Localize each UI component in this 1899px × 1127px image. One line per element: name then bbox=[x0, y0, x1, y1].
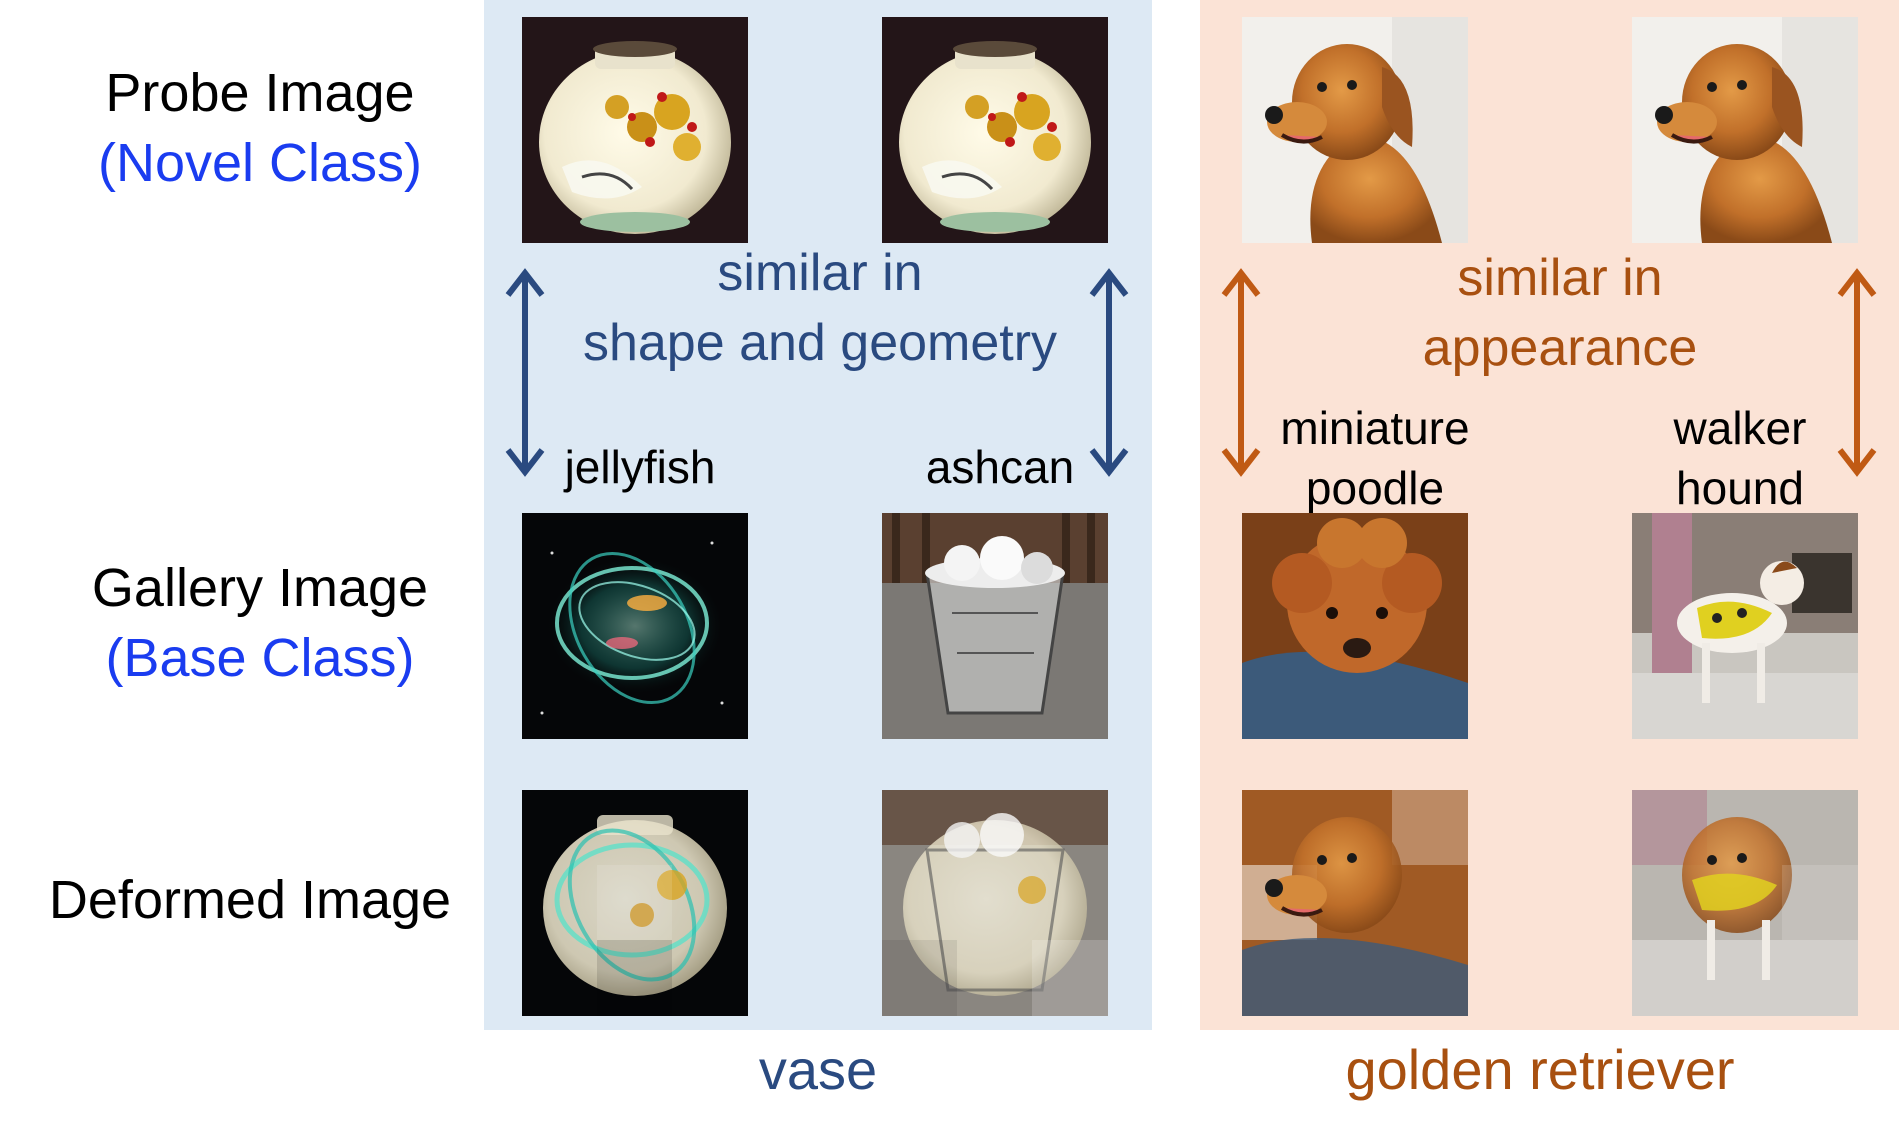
vase-similarity-caption: similar in shape and geometry bbox=[520, 238, 1120, 378]
vase-jellyfish-deformed-image bbox=[522, 790, 748, 1016]
vase-caption-line2: shape and geometry bbox=[582, 314, 1058, 372]
probe-row-subtitle: (Novel Class) bbox=[97, 133, 423, 193]
vase-probe-image-left bbox=[522, 17, 748, 243]
vase-ashcan-deformed-image bbox=[882, 790, 1108, 1016]
retriever-hound-deformed-image bbox=[1632, 790, 1858, 1016]
walker-hound-label-line1: walker bbox=[1673, 402, 1807, 454]
jellyfish-label: jellyfish bbox=[564, 441, 716, 493]
retriever-poodle-deformed-image bbox=[1242, 790, 1468, 1016]
miniature-poodle-label: miniature poodle bbox=[1255, 398, 1495, 518]
probe-row-title: Probe Image bbox=[105, 63, 415, 123]
jellyfish-gallery-image bbox=[522, 513, 748, 739]
gallery-row-subtitle: (Base Class) bbox=[105, 628, 415, 688]
vase-footer-label: vase bbox=[758, 1038, 878, 1101]
gallery-row-label: Gallery Image (Base Class) bbox=[0, 553, 520, 693]
walker-hound-label: walker hound bbox=[1620, 398, 1860, 518]
retriever-probe-image-left bbox=[1242, 17, 1468, 243]
walker-hound-gallery-image bbox=[1632, 513, 1858, 739]
probe-row-label: Probe Image (Novel Class) bbox=[0, 58, 520, 198]
retriever-arrow-right-icon bbox=[1837, 268, 1877, 477]
ashcan-label: ashcan bbox=[925, 441, 1075, 493]
gallery-row-title: Gallery Image bbox=[91, 558, 429, 618]
miniature-poodle-label-line1: miniature bbox=[1280, 402, 1470, 454]
retriever-arrow-left-icon bbox=[1221, 268, 1261, 477]
walker-hound-label-line2: hound bbox=[1676, 462, 1804, 514]
retriever-probe-image-right bbox=[1632, 17, 1858, 243]
vase-caption-line1: similar in bbox=[717, 244, 923, 302]
retriever-caption-line2: appearance bbox=[1422, 319, 1698, 377]
retriever-footer-label: golden retriever bbox=[1345, 1038, 1735, 1101]
vase-arrow-right-icon bbox=[1089, 268, 1129, 477]
retriever-caption-line1: similar in bbox=[1457, 249, 1663, 307]
ashcan-gallery-image bbox=[882, 513, 1108, 739]
deformed-row-title: Deformed Image bbox=[48, 870, 452, 930]
deformed-row-label: Deformed Image bbox=[0, 865, 510, 935]
vase-probe-image-right bbox=[882, 17, 1108, 243]
retriever-similarity-caption: similar in appearance bbox=[1260, 243, 1860, 383]
miniature-poodle-gallery-image bbox=[1242, 513, 1468, 739]
vase-arrow-left-icon bbox=[505, 268, 545, 477]
miniature-poodle-label-line2: poodle bbox=[1305, 462, 1445, 514]
